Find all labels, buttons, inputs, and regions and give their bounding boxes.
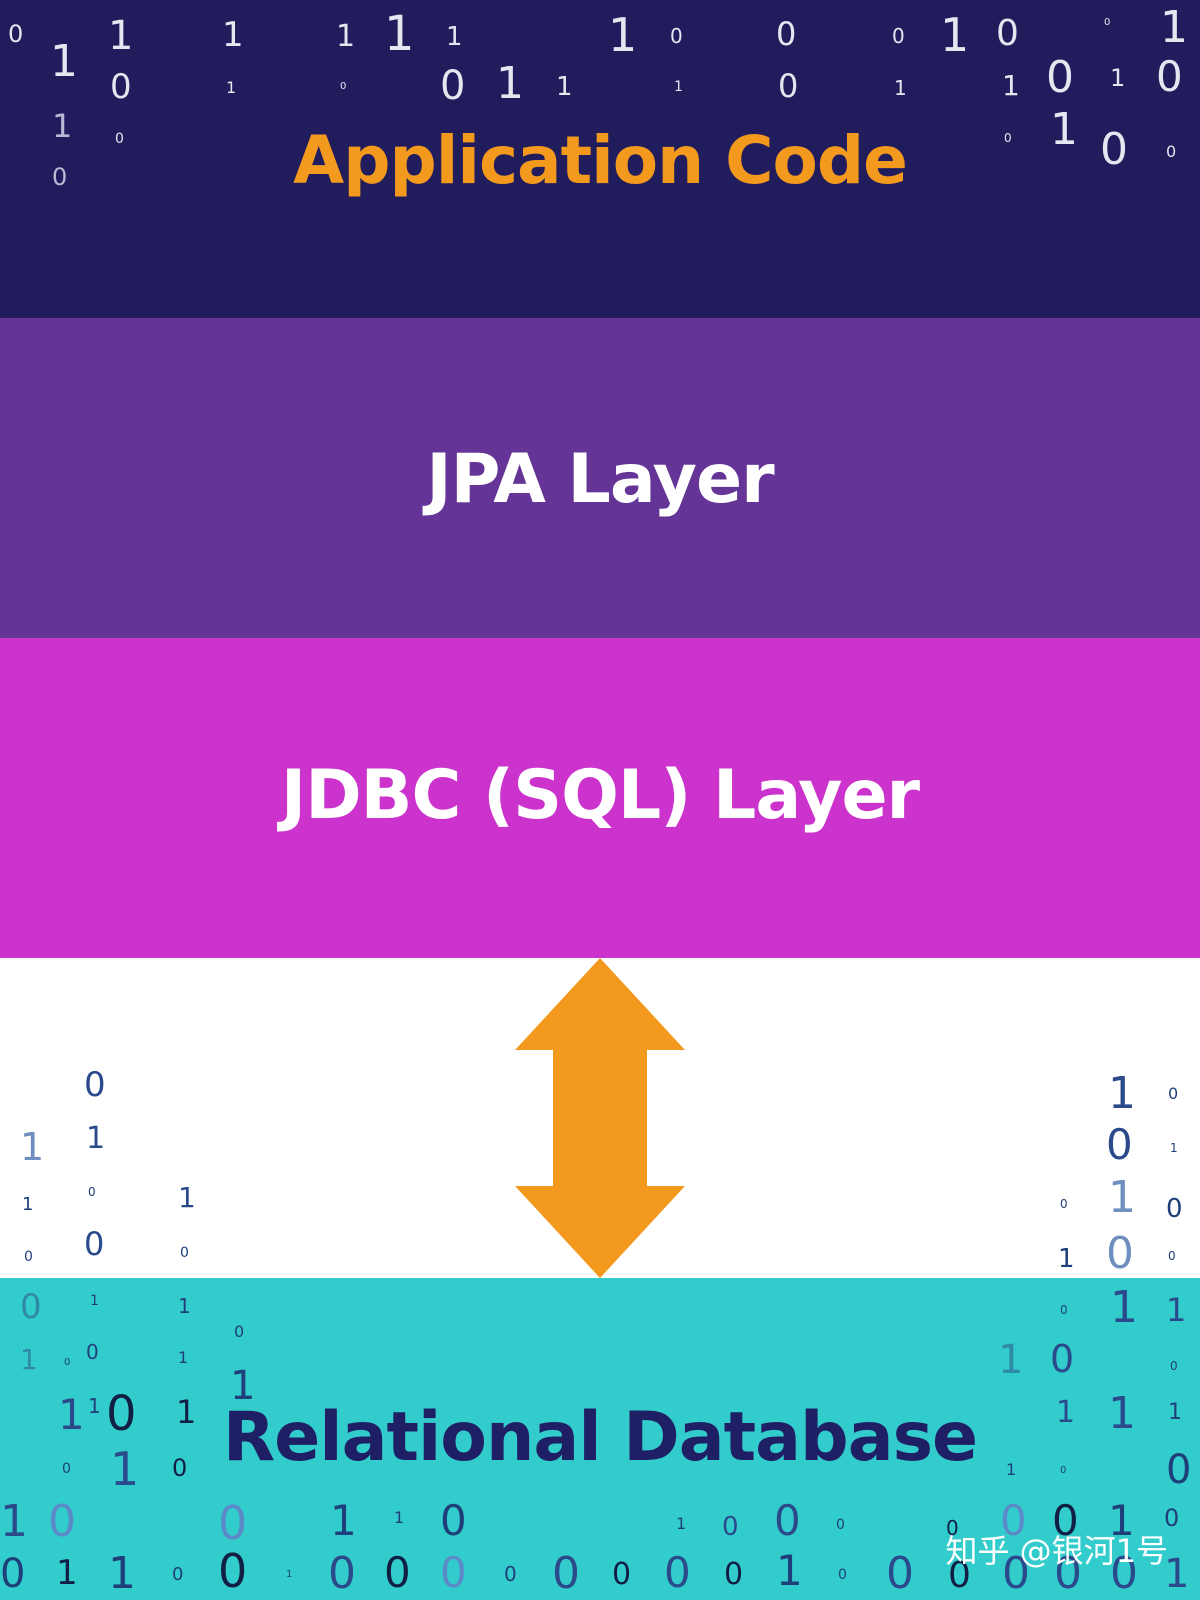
relational-database-layer: Relational Database <box>0 1278 1200 1600</box>
jpa-layer-label: JPA Layer <box>426 440 774 519</box>
watermark: 知乎 @银河1号 <box>945 1532 1168 1570</box>
jdbc-layer: JDBC (SQL) Layer <box>0 638 1200 958</box>
jdbc-layer-label: JDBC (SQL) Layer <box>280 756 920 835</box>
double-arrow-shape <box>515 958 685 1278</box>
relational-database-label: Relational Database <box>222 1398 978 1477</box>
double-arrow-icon <box>515 958 685 1278</box>
application-code-layer: Application Code <box>0 0 1200 318</box>
jpa-layer: JPA Layer <box>0 318 1200 638</box>
application-code-label: Application Code <box>293 122 908 199</box>
